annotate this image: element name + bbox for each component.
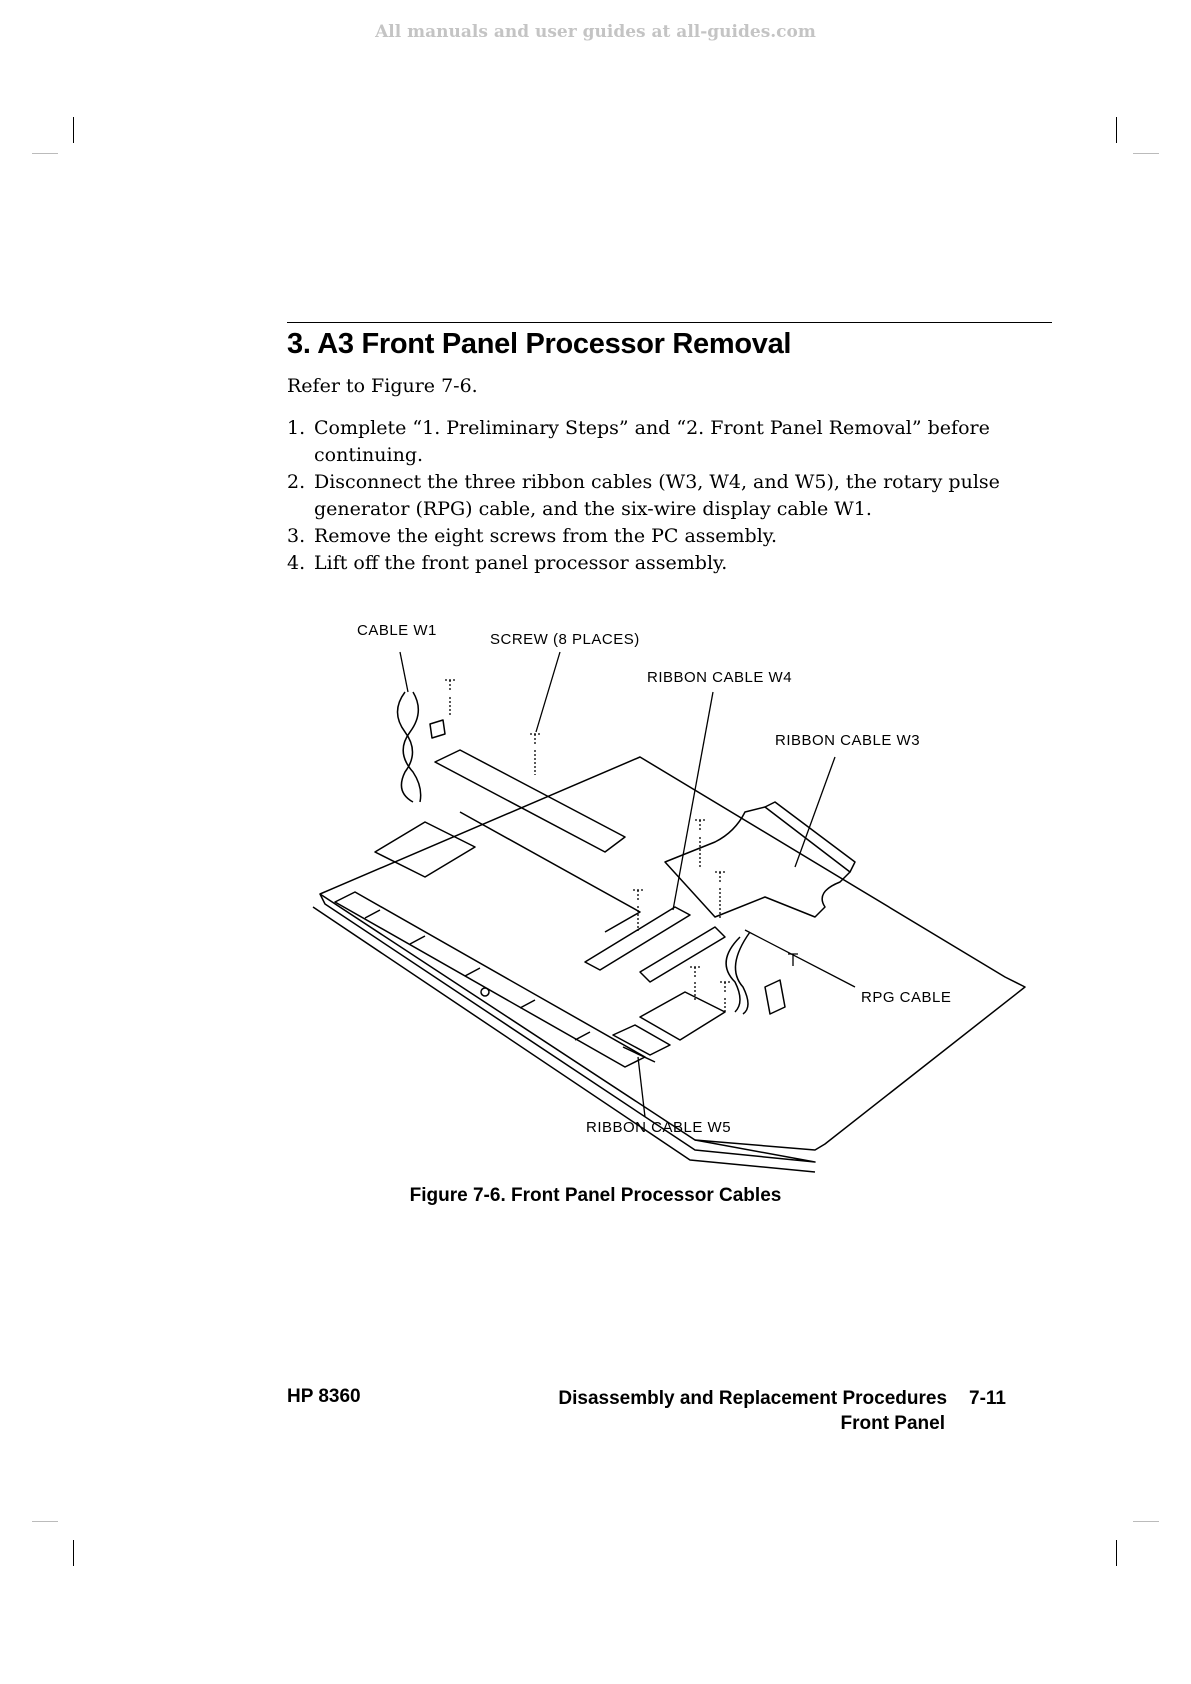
- rpg-connector: [764, 979, 786, 1015]
- cable-w1-plug: [429, 719, 446, 739]
- front-connector-segments: [364, 909, 591, 1041]
- ribbon-connector-w5: [639, 991, 726, 1041]
- step-text: Remove the eight screws from the PC asse…: [314, 525, 778, 547]
- footer-right: Disassembly and Replacement Procedures 7-…: [558, 1386, 1006, 1436]
- label-ribbon-w4: RIBBON CABLE W4: [647, 669, 792, 686]
- list-item: 3. Remove the eight screws from the PC as…: [287, 523, 1027, 550]
- crop-mark: [73, 117, 74, 143]
- ribbon-cable-w3: [664, 806, 851, 918]
- crop-mark: [32, 1521, 58, 1522]
- mount-hole: [480, 987, 490, 997]
- crop-mark: [32, 153, 58, 154]
- screw: [690, 966, 700, 1002]
- step-number: 2.: [287, 471, 306, 493]
- board-inner-edge: [312, 906, 816, 1173]
- board-edge: [319, 893, 816, 1163]
- screw: [445, 679, 455, 717]
- ribbon-cable-w5: [612, 1024, 671, 1056]
- footer-subsection: Front Panel: [840, 1413, 945, 1434]
- label-rpg-cable: RPG CABLE: [861, 989, 951, 1006]
- list-item: 1. Complete “1. Preliminary Steps” and “2…: [287, 415, 1027, 469]
- step-text: Complete “1. Preliminary Steps” and “2. …: [314, 417, 990, 466]
- screw: [715, 871, 725, 918]
- label-screw: SCREW (8 PLACES): [490, 631, 640, 648]
- crop-mark: [1116, 117, 1117, 143]
- step-number: 3.: [287, 525, 306, 547]
- rpg-cable: [725, 931, 751, 1015]
- step-number: 1.: [287, 417, 306, 439]
- crop-mark: [1116, 1540, 1117, 1566]
- board-rail-lower: [459, 811, 641, 933]
- footer-section-title: Disassembly and Replacement Procedures: [558, 1388, 948, 1409]
- step-number: 4.: [287, 552, 306, 574]
- ribbon-cable-w5-pins: [622, 1046, 656, 1063]
- screw: [633, 889, 643, 931]
- figure-caption: Figure 7-6. Front Panel Processor Cables: [409, 1185, 782, 1206]
- board-rail: [434, 749, 626, 853]
- screw: [788, 953, 798, 966]
- ribbon-connector-pins: [639, 926, 726, 983]
- display-pad: [374, 821, 476, 878]
- watermark: All manuals and user guides at all-guide…: [375, 22, 816, 42]
- crop-mark: [73, 1540, 74, 1566]
- list-item: 4. Lift off the front panel processor ass…: [287, 550, 1027, 577]
- step-text: Lift off the front panel processor assem…: [314, 552, 728, 574]
- front-panel-diagram: CABLE W1 SCREW (8 PLACES) RIBBON CABLE W…: [312, 622, 1026, 1173]
- section-rule: [287, 322, 1052, 323]
- page-number: 7-11: [969, 1388, 1006, 1409]
- intro-text: Refer to Figure 7-6.: [287, 375, 478, 397]
- pc-board: [319, 756, 1026, 1151]
- ribbon-cable-w3-end: [764, 801, 856, 873]
- screw: [695, 819, 705, 867]
- label-ribbon-w3: RIBBON CABLE W3: [775, 732, 920, 749]
- step-text: Disconnect the three ribbon cables (W3, …: [314, 471, 1000, 520]
- screw: [720, 981, 730, 1013]
- crop-mark: [1133, 1521, 1159, 1522]
- footer-model: HP 8360: [287, 1386, 361, 1407]
- front-connectors: [334, 891, 646, 1068]
- cable-w1: [396, 691, 422, 803]
- screw: [530, 733, 540, 775]
- label-ribbon-w5: RIBBON CABLE W5: [586, 1119, 731, 1136]
- list-item: 2. Disconnect the three ribbon cables (W3…: [287, 469, 1027, 523]
- section-heading: 3. A3 Front Panel Processor Removal: [287, 328, 792, 360]
- ribbon-connector-w4: [584, 906, 691, 971]
- crop-mark: [1133, 153, 1159, 154]
- label-cable-w1: CABLE W1: [357, 622, 437, 639]
- procedure-steps: 1. Complete “1. Preliminary Steps” and “2…: [287, 415, 1027, 577]
